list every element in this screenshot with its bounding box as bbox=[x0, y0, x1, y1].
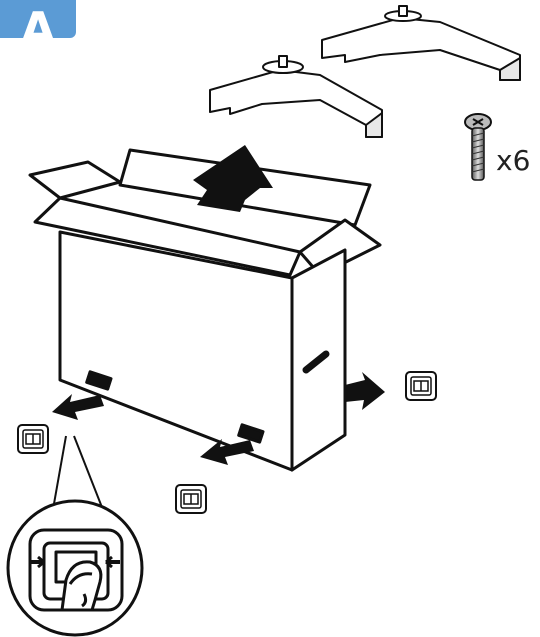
clip-right bbox=[405, 371, 437, 401]
clip-bottom bbox=[175, 484, 207, 514]
lift-arrow-icon bbox=[193, 145, 273, 212]
step-letter: A bbox=[20, 2, 56, 38]
stand-front bbox=[209, 55, 383, 138]
clip-arrows bbox=[52, 372, 385, 465]
stand-back bbox=[321, 5, 521, 81]
screw-icon bbox=[464, 113, 492, 181]
step-badge: A bbox=[0, 0, 76, 38]
screw-quantity: x6 bbox=[496, 144, 531, 177]
clip-left bbox=[17, 424, 49, 454]
shipping-box bbox=[28, 148, 382, 472]
hand-callout bbox=[6, 499, 144, 637]
callout-lines bbox=[51, 435, 106, 516]
